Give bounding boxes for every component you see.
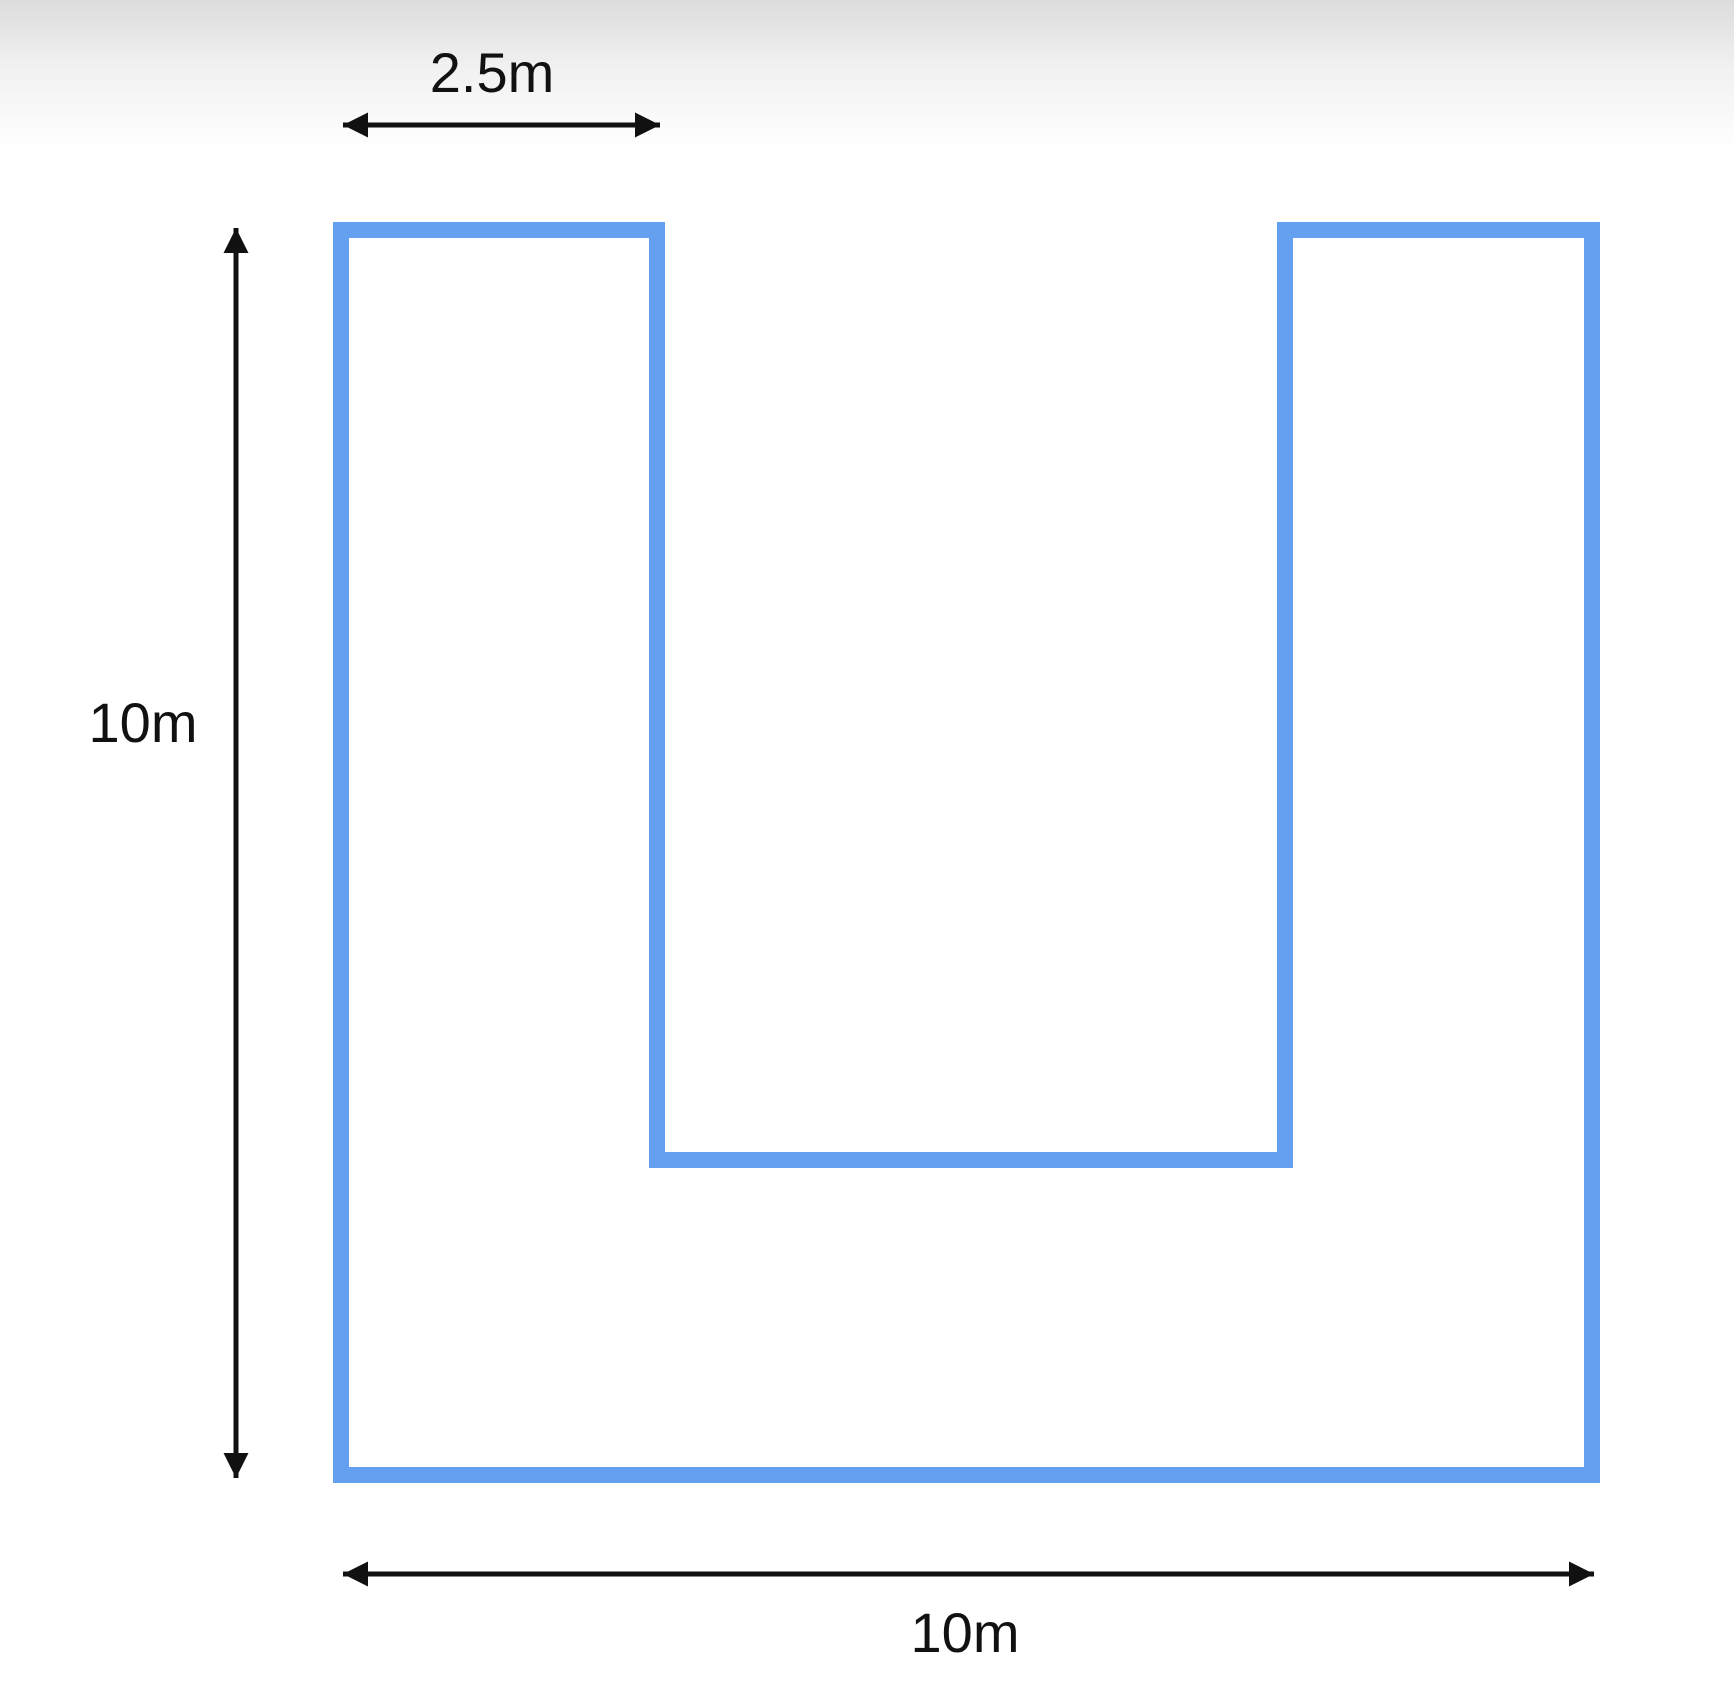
top-shadow [0,0,1734,150]
width-label: 10m [911,1601,1020,1664]
u-shape-outline [333,222,1600,1483]
height-label: 10m [89,691,198,754]
top-width-label: 2.5m [430,41,555,104]
